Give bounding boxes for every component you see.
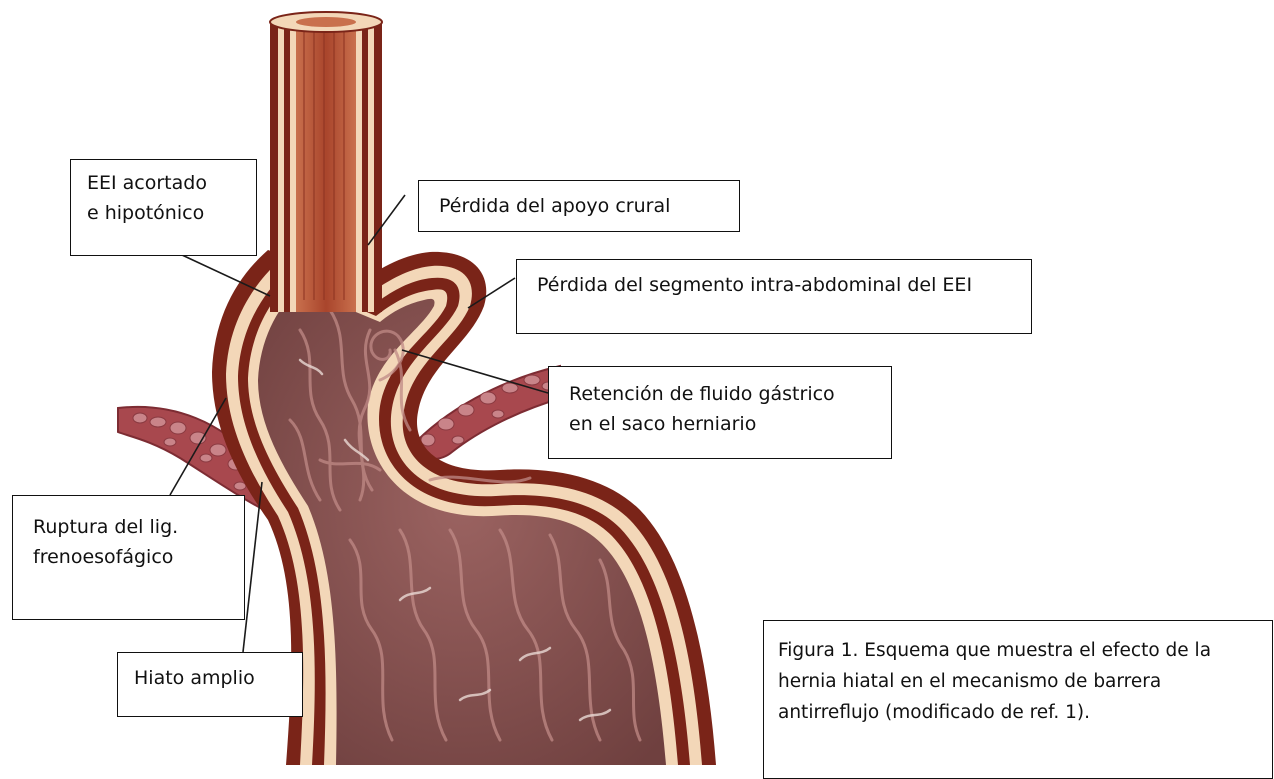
label-hiato-amplio: Hiato amplio	[117, 652, 303, 717]
label-retencion-fluido: Retención de fluido gástrico en el saco …	[548, 366, 892, 459]
leader-line-hiato	[243, 482, 262, 652]
esophagus	[270, 12, 382, 312]
right-diaphragm-crus	[410, 366, 562, 459]
label-perdida-apoyo-crural: Pérdida del apoyo crural	[418, 180, 740, 232]
label-eei-acortado: EEI acortado e hipotónico	[70, 159, 257, 256]
figure-caption: Figura 1. Esquema que muestra el efecto …	[763, 620, 1273, 779]
label-ruptura-ligamento: Ruptura del lig. frenoesofágico	[12, 495, 245, 620]
label-perdida-segmento: Pérdida del segmento intra-abdominal del…	[516, 259, 1032, 334]
